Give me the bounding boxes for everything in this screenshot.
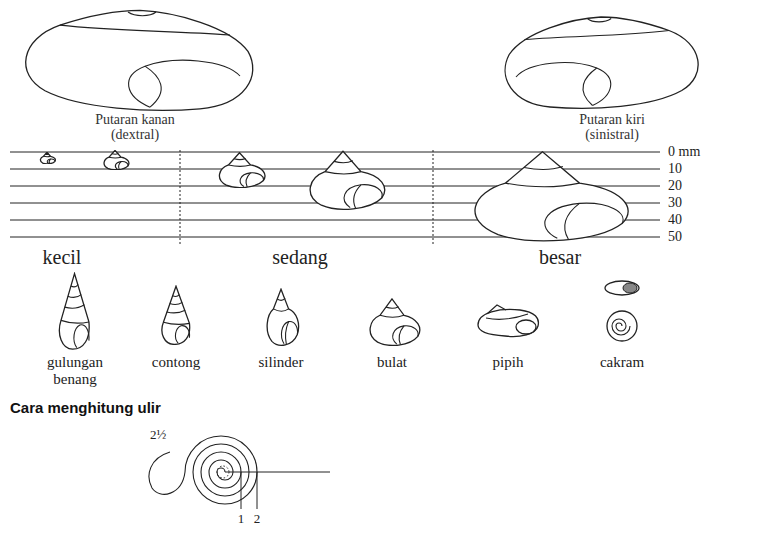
caption: (sinistral) xyxy=(585,127,639,142)
scale-value: 40 xyxy=(668,212,682,227)
caption: (dextral) xyxy=(111,127,159,142)
scale-value: 20 xyxy=(668,178,682,193)
size-shells xyxy=(40,150,628,240)
caption: Putaran kiri xyxy=(579,112,645,127)
whorl-count-spiral xyxy=(149,436,330,509)
section-heading: Cara menghitung ulir xyxy=(10,400,161,417)
dextral-shell xyxy=(26,10,253,110)
flat-shell xyxy=(478,305,538,337)
shape-name: silinder xyxy=(259,354,304,371)
caption: Putaran kanan xyxy=(95,112,175,127)
scale-value: 50 xyxy=(668,229,682,244)
shape-name: pipih xyxy=(493,354,524,371)
shape-shells xyxy=(59,274,639,350)
shape-name: contong xyxy=(152,354,200,371)
shape-name: bulat xyxy=(377,354,407,371)
scale-value: 0 mm xyxy=(668,144,700,159)
scale-value: 10 xyxy=(668,161,682,176)
disc-shell xyxy=(605,281,639,341)
shape-name: gulungan benang xyxy=(40,354,110,387)
whorl-number: 2 xyxy=(254,512,261,526)
size-scale xyxy=(10,150,660,245)
size-class: kecil xyxy=(43,246,82,268)
size-class: besar xyxy=(539,246,581,268)
shape-name: cakram xyxy=(600,354,644,371)
sinistral-shell xyxy=(505,17,698,108)
size-class: sedang xyxy=(272,246,328,268)
whorl-number: 2½ xyxy=(150,428,166,442)
whorl-number: 1 xyxy=(238,512,245,526)
scale-value: 30 xyxy=(668,195,682,210)
